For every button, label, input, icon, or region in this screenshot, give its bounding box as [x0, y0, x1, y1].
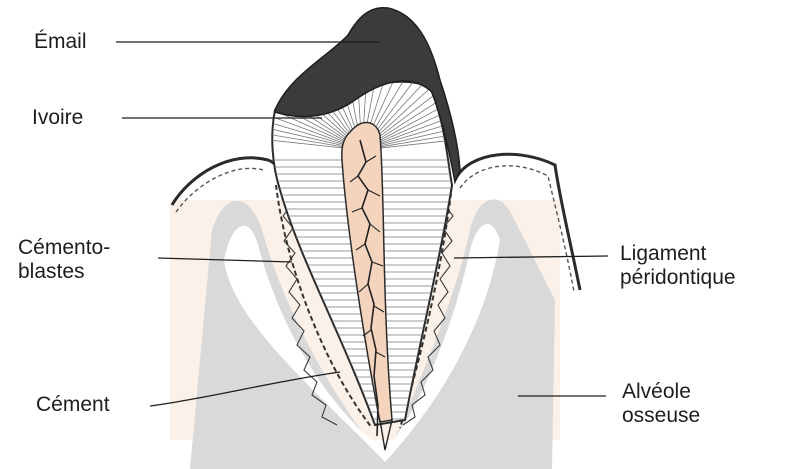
label-email: Émail: [34, 30, 87, 54]
label-cementoblastes: Cémento- blastes: [18, 236, 110, 284]
label-cementoblastes-line2: blastes: [18, 260, 110, 284]
label-cementoblastes-line1: Cémento-: [18, 236, 110, 260]
label-ligament-periodontique: Ligament péridontique: [620, 242, 736, 290]
label-ligament-line1: Ligament: [620, 242, 736, 266]
label-alveole-line2: osseuse: [622, 404, 700, 428]
label-cement: Cément: [36, 393, 110, 417]
label-ligament-line2: péridontique: [620, 266, 736, 290]
label-alveole-osseuse: Alvéole osseuse: [622, 380, 700, 428]
label-alveole-line1: Alvéole: [622, 380, 700, 404]
label-ivoire: Ivoire: [32, 106, 83, 130]
